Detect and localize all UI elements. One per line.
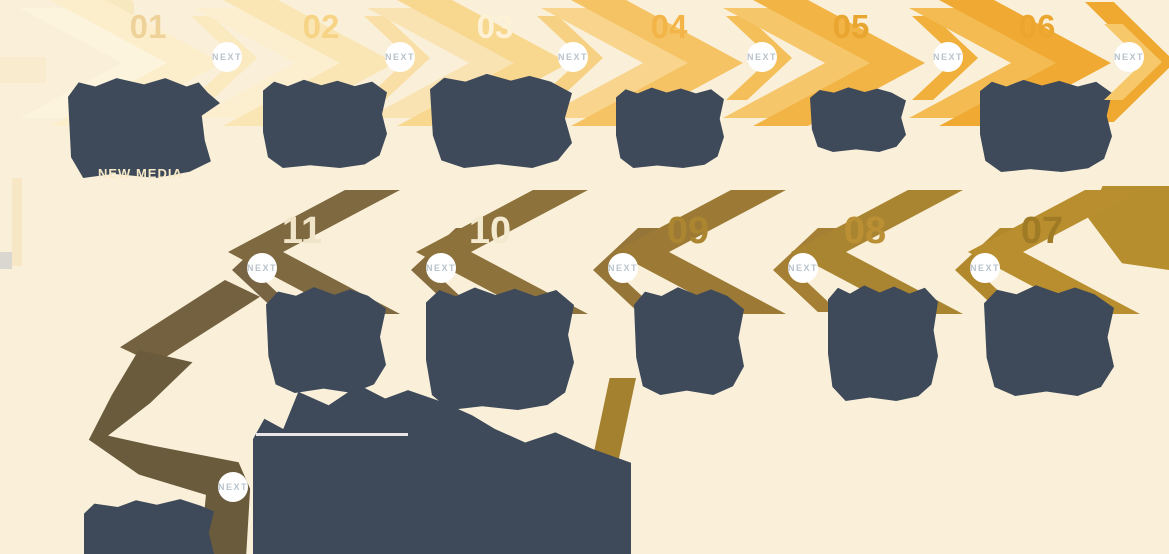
decor-band [12,178,22,266]
decor-mark [0,252,12,269]
next-badge: NEXT [970,253,1000,283]
step-number: 04 [650,8,688,45]
step-number: 05 [832,8,870,45]
step-text-block [266,287,386,393]
step-text-block [616,87,724,168]
step-text-block [828,285,938,401]
step-text-block [430,73,572,168]
next-badge: NEXT [426,253,456,283]
next-badge: NEXT [247,253,277,283]
new-media-label: NEW MEDIA [98,166,183,181]
step-text-block [984,285,1114,396]
next-badge: NEXT [747,42,777,72]
step-number: 10 [468,210,512,252]
step-number: 07 [1020,210,1064,252]
step-number: 02 [302,8,340,45]
step-text-block [263,79,387,168]
step-number: 03 [476,8,514,45]
step-text-block [426,287,574,410]
next-badge: NEXT [788,253,818,283]
next-badge: NEXT [558,42,588,72]
final-label-block [84,499,214,554]
decor-block [0,57,46,83]
step-number: 01 [129,8,167,45]
next-badge: NEXT [608,253,638,283]
final-text-block [253,385,631,554]
step-number: 06 [1018,8,1056,45]
step-text-block [68,78,220,178]
next-badge: NEXT [933,42,963,72]
next-badge: NEXT [218,472,248,502]
step-text-block [980,79,1112,172]
step-text-block [810,87,906,152]
next-badge: NEXT [385,42,415,72]
step-number: 11 [281,210,323,252]
step-number: 08 [843,210,887,252]
step-text-block [634,287,744,395]
divider-line [256,433,408,436]
next-badge: NEXT [212,42,242,72]
next-badge: NEXT [1114,42,1144,72]
step-number: 09 [666,210,710,252]
